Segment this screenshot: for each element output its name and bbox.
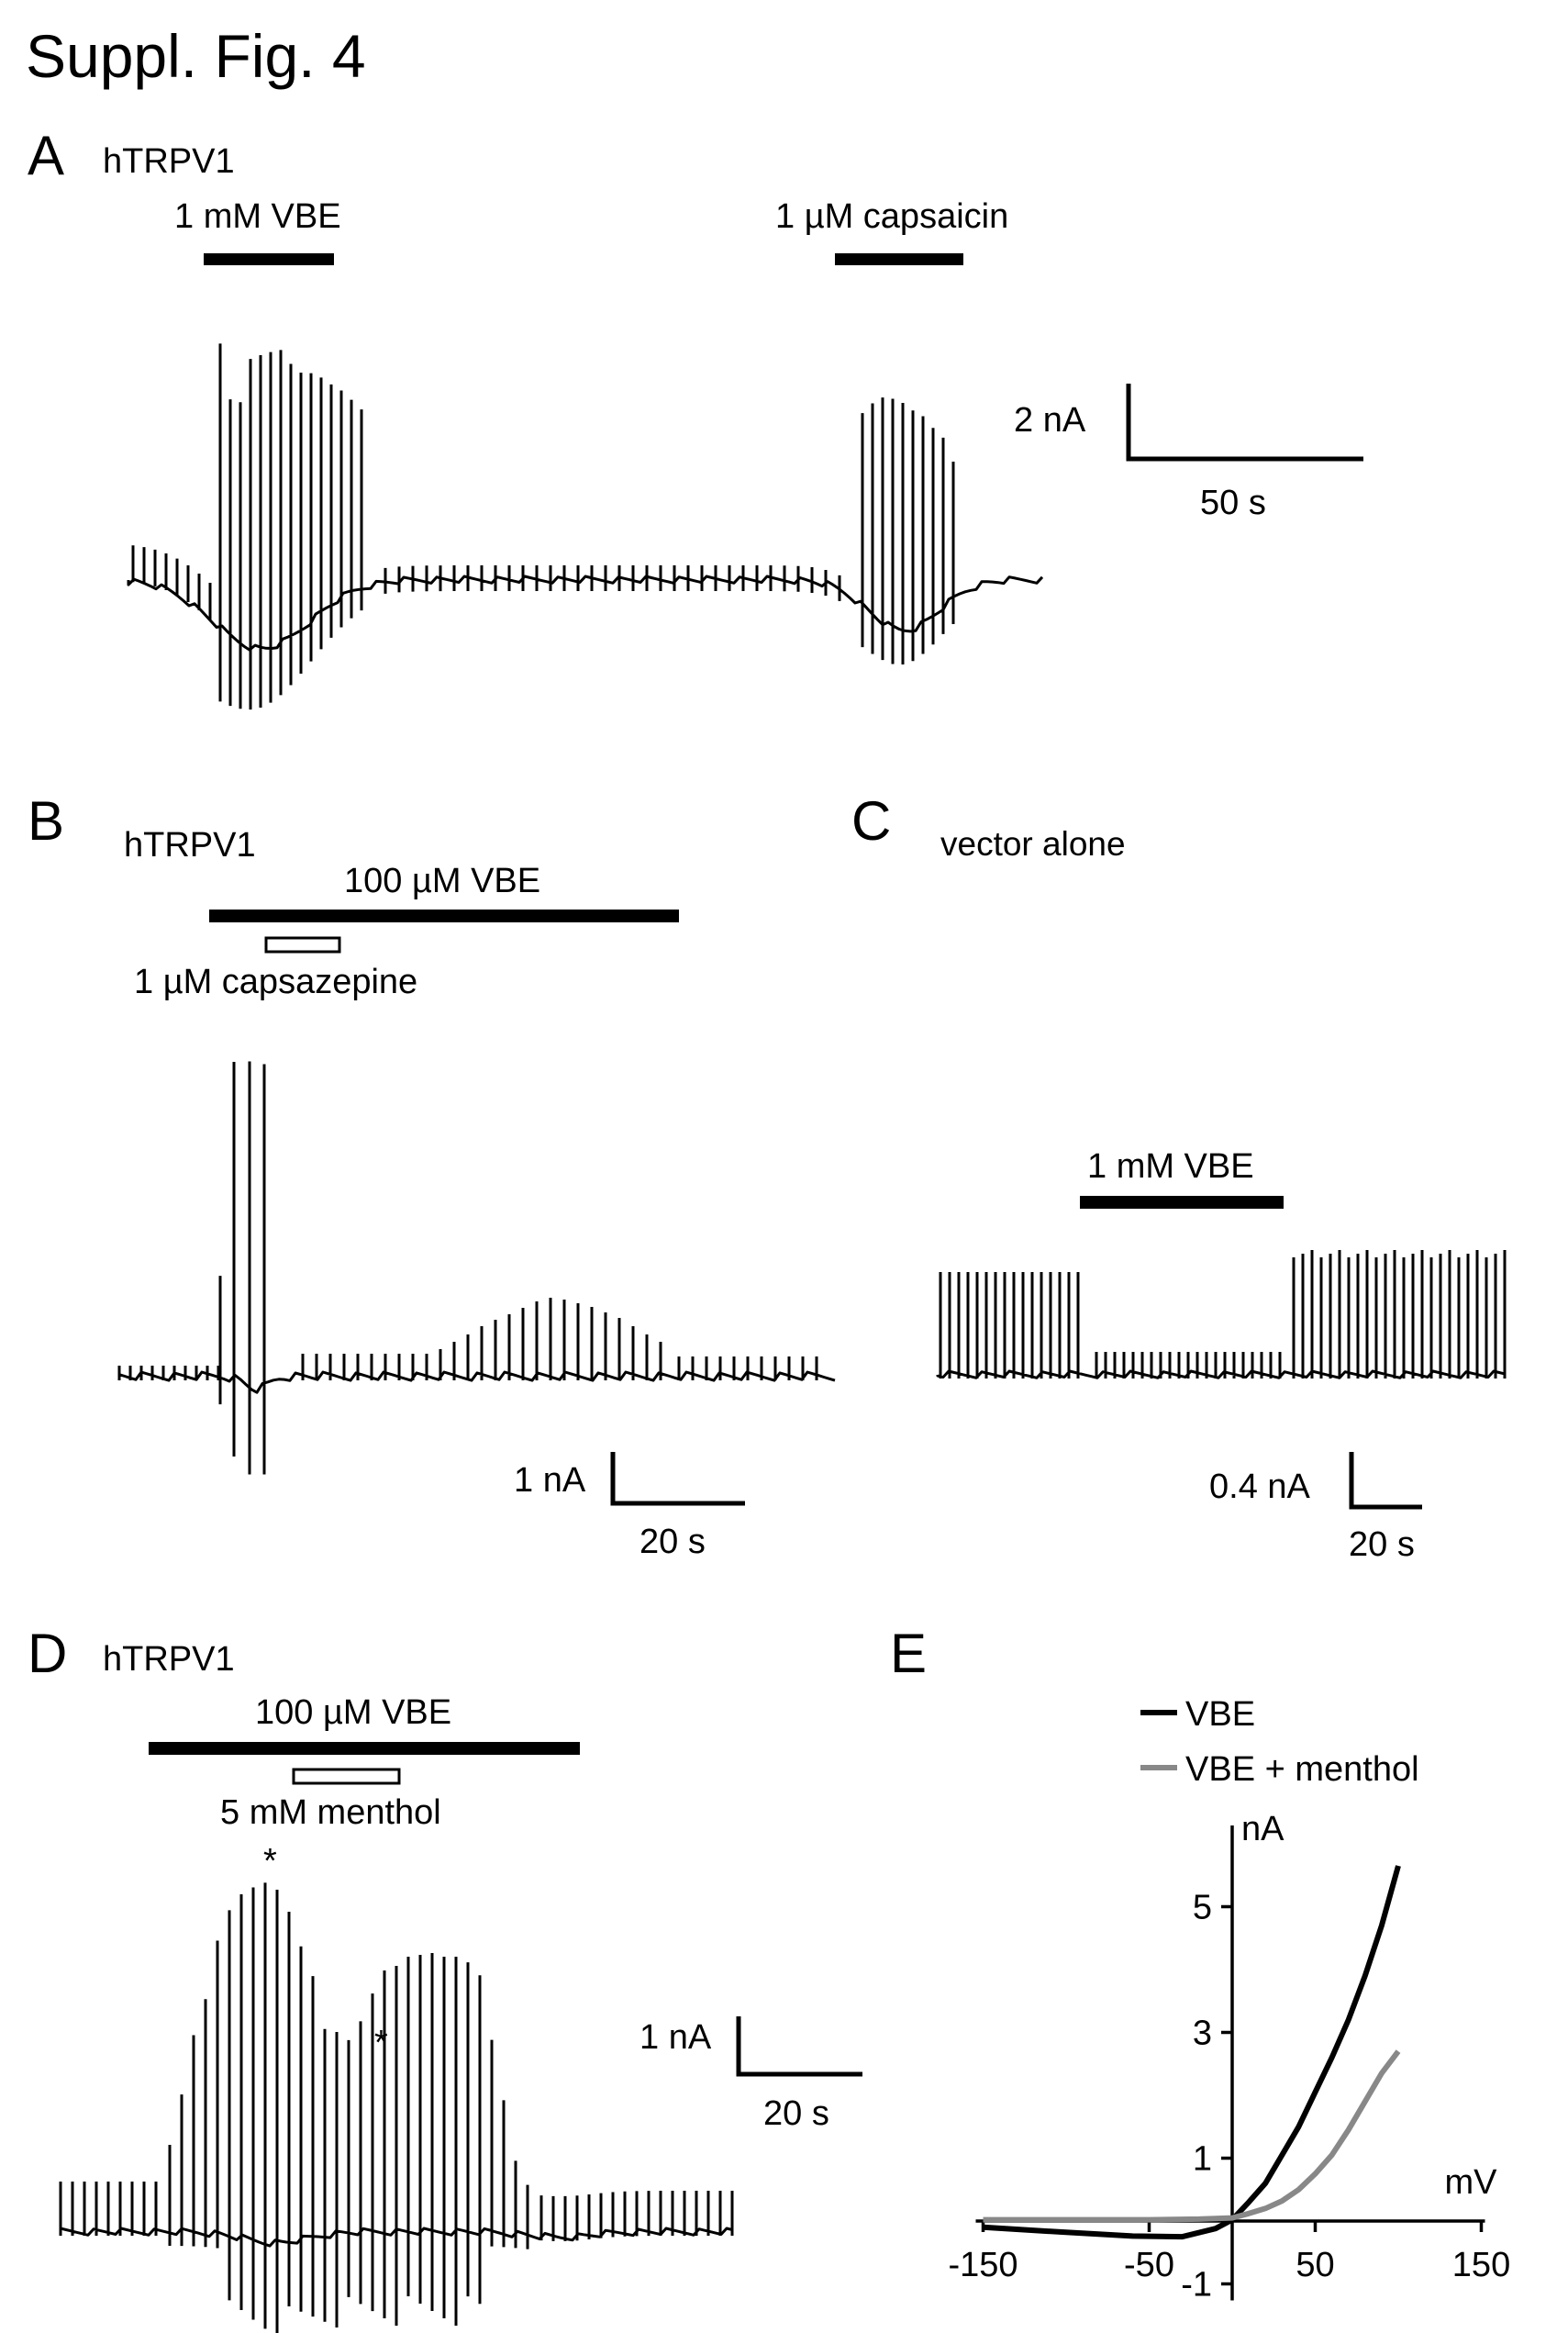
panel-d-current-trace xyxy=(59,1882,734,2333)
panel-c-vbe-label: 1 mM VBE xyxy=(1087,1147,1254,1186)
series-line-0 xyxy=(983,1865,1401,2240)
panel-b-vbe-bar xyxy=(209,910,679,922)
panel-d-asterisk-1: * xyxy=(263,1842,277,1881)
panel-b-scale-bar xyxy=(610,1452,745,1506)
panel-b-letter: B xyxy=(28,790,64,852)
panel-b-capsazepine-label: 1 µM capsazepine xyxy=(134,963,417,1001)
panel-d-scale-bar xyxy=(736,2016,862,2077)
x-tick-label: -50 xyxy=(1124,2246,1174,2284)
series-line-1 xyxy=(983,2049,1401,2223)
panel-a-scale-current: 2 nA xyxy=(1014,401,1086,440)
figure-title: Suppl. Fig. 4 xyxy=(26,22,366,90)
panel-a-scale-time: 50 s xyxy=(1200,484,1266,522)
y-tick-label: -1 xyxy=(1181,2266,1212,2305)
x-tick-label: -150 xyxy=(948,2246,1018,2284)
panel-c: C vector alone 1 mM VBE 0.4 nA 20 s xyxy=(851,790,1507,1564)
panel-b-scale-time: 20 s xyxy=(639,1523,706,1561)
y-axis-label: nA xyxy=(1241,1810,1284,1848)
panel-e-letter: E xyxy=(890,1623,927,1684)
panel-c-construct: vector alone xyxy=(940,825,1126,863)
panel-c-letter: C xyxy=(851,790,891,852)
panel-a: A hTRPV1 1 mM VBE 1 µM capsaicin 2 nA 50… xyxy=(28,125,1363,710)
legend-label-vbe: VBE xyxy=(1185,1695,1255,1734)
panel-b-scale-current: 1 nA xyxy=(514,1461,586,1500)
panel-b-current-trace xyxy=(117,1061,836,1475)
panel-c-scale-bar xyxy=(1349,1452,1422,1510)
y-tick-label: 3 xyxy=(1193,2015,1212,2053)
panel-d-asterisk-2: * xyxy=(374,2024,388,2062)
panel-d-vbe-bar xyxy=(149,1742,580,1755)
panel-d-menthol-label: 5 mM menthol xyxy=(220,1793,441,1832)
panel-d-letter: D xyxy=(28,1623,67,1684)
panel-d-construct: hTRPV1 xyxy=(103,1640,235,1679)
panel-d: D hTRPV1 100 µM VBE 5 mM menthol * * 1 n… xyxy=(28,1623,862,2333)
panel-d-scale-time: 20 s xyxy=(763,2094,829,2133)
panel-a-capsaicin-bar xyxy=(835,253,963,265)
panel-d-menthol-bar xyxy=(292,1768,401,1785)
panel-b-vbe-label: 100 µM VBE xyxy=(344,862,540,900)
panel-c-current-trace xyxy=(936,1250,1507,1379)
panel-c-scale-time: 20 s xyxy=(1349,1525,1415,1564)
panel-a-scale-bar xyxy=(1126,384,1363,462)
x-tick-label: 150 xyxy=(1452,2246,1510,2284)
panel-a-vbe-label: 1 mM VBE xyxy=(174,197,341,236)
panel-a-construct: hTRPV1 xyxy=(103,142,235,181)
legend-label-vbe-menthol: VBE + menthol xyxy=(1185,1750,1419,1789)
panel-b-construct: hTRPV1 xyxy=(124,826,256,865)
x-tick-label: 50 xyxy=(1296,2246,1334,2284)
panel-a-vbe-bar xyxy=(204,253,334,265)
panel-a-current-trace xyxy=(127,343,1044,710)
panel-a-letter: A xyxy=(28,125,64,186)
panel-c-vbe-bar xyxy=(1080,1196,1284,1209)
y-tick-label: 1 xyxy=(1193,2140,1212,2179)
x-axis-label: mV xyxy=(1445,2163,1498,2202)
y-tick-label: 5 xyxy=(1193,1889,1212,1927)
panel-b: B hTRPV1 100 µM VBE 1 µM capsazepine 1 n… xyxy=(28,790,836,1561)
panel-c-scale-current: 0.4 nA xyxy=(1209,1468,1311,1506)
panel-d-scale-current: 1 nA xyxy=(639,2018,712,2057)
panel-e: E VBE VBE + menthol -150 -50 50 150 -1 1 3 5 nA m… xyxy=(890,1623,1510,2305)
panel-a-capsaicin-label: 1 µM capsaicin xyxy=(775,197,1008,236)
panel-b-capsazepine-bar xyxy=(264,936,341,954)
panel-d-vbe-label: 100 µM VBE xyxy=(255,1693,451,1732)
